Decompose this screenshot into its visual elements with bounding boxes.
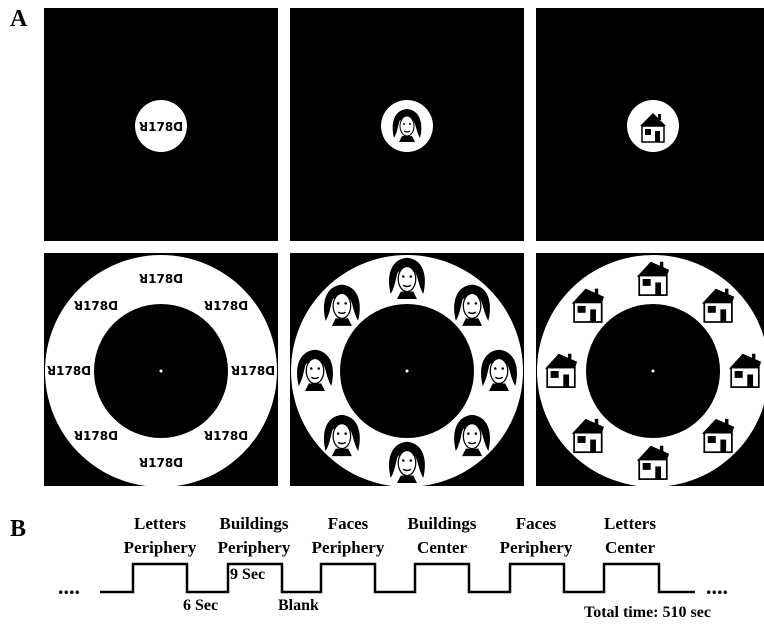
total-time-label: Total time: 510 sec [584, 604, 711, 622]
ellipsis-right: .... [706, 574, 728, 600]
timeline-trace [100, 564, 695, 592]
blank-label: Blank [278, 597, 319, 615]
gap-duration-label: 6 Sec [183, 597, 218, 615]
block-duration-label: 9 Sec [230, 566, 265, 584]
ellipsis-left: .... [58, 574, 80, 600]
